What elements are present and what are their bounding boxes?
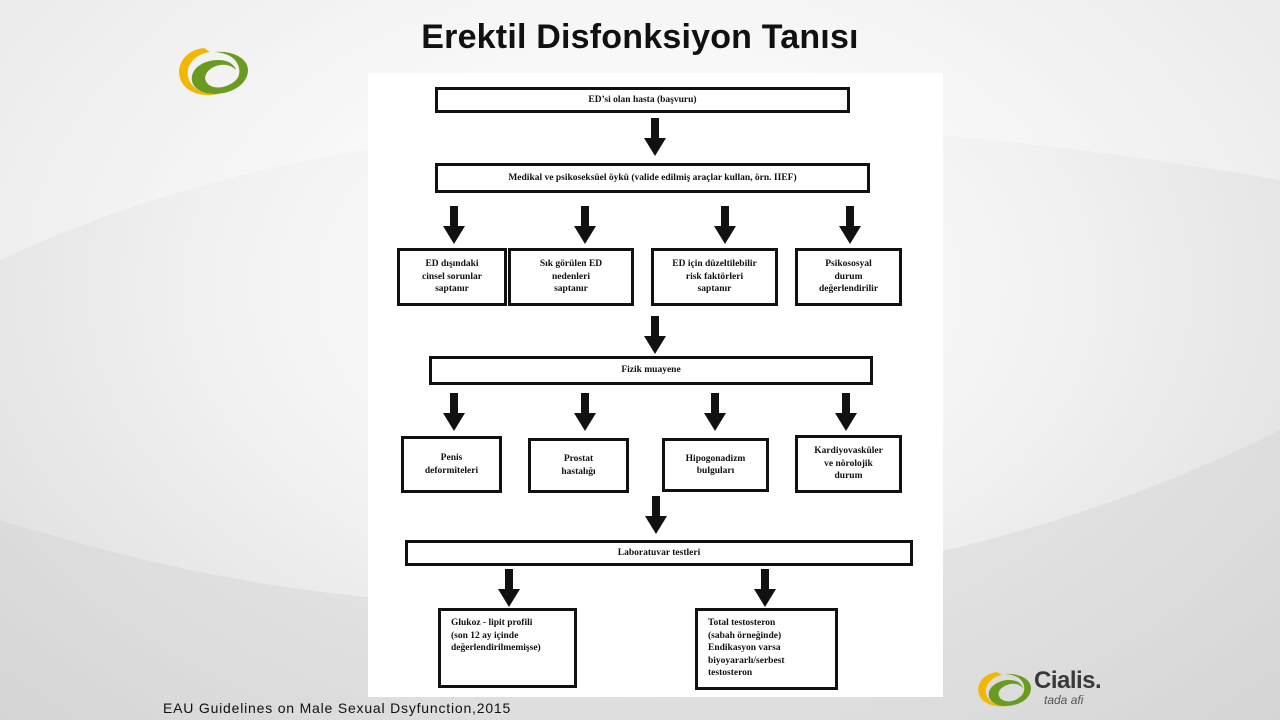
brand-tagline: tada afi bbox=[1044, 693, 1084, 707]
arrow-down-icon bbox=[574, 393, 596, 431]
arrow-down-icon bbox=[574, 206, 596, 244]
exam-finding-box: Penis deformiteleri bbox=[401, 436, 502, 493]
arrow-down-icon bbox=[644, 118, 666, 156]
arrow-down-icon bbox=[835, 393, 857, 431]
exam-finding-box: Prostat hastalığı bbox=[528, 438, 629, 493]
cialis-logo-icon bbox=[179, 48, 248, 96]
history-outcome-box: Sık görülen ED nedenleri saptanır bbox=[508, 248, 634, 306]
flow-lab-tests-box: Laboratuvar testleri bbox=[405, 540, 913, 566]
citation-text: EAU Guidelines on Male Sexual Dsyfunctio… bbox=[163, 700, 512, 716]
flow-physical-exam-box: Fizik muayene bbox=[429, 356, 873, 385]
flow-history-box: Medikal ve psikoseksüel öykü (valide edi… bbox=[435, 163, 870, 193]
lab-item-box: Glukoz - lipit profili (son 12 ay içinde… bbox=[438, 608, 577, 688]
exam-finding-box: Kardiyovasküler ve nörolojik durum bbox=[795, 435, 902, 493]
history-outcome-box: ED dışındaki cinsel sorunlar saptanır bbox=[397, 248, 507, 306]
exam-finding-box: Hipogonadizm bulguları bbox=[662, 438, 769, 492]
arrow-down-icon bbox=[645, 496, 667, 534]
arrow-down-icon bbox=[498, 569, 520, 607]
history-outcome-box: ED için düzeltilebilir risk faktörleri s… bbox=[651, 248, 778, 306]
arrow-down-icon bbox=[704, 393, 726, 431]
history-outcome-box: Psikososyal durum değerlendirilir bbox=[795, 248, 902, 306]
lab-item-box: Total testosteron (sabah örneğinde) Endi… bbox=[695, 608, 838, 690]
arrow-down-icon bbox=[443, 393, 465, 431]
arrow-down-icon bbox=[754, 569, 776, 607]
flow-start-box: ED’si olan hasta (başvuru) bbox=[435, 87, 850, 113]
brand-name: Cialis. bbox=[1034, 667, 1102, 694]
flowchart-panel: ED’si olan hasta (başvuru) Medikal ve ps… bbox=[368, 73, 943, 697]
arrow-down-icon bbox=[839, 206, 861, 244]
arrow-down-icon bbox=[644, 316, 666, 354]
slide-title: Erektil Disfonksiyon Tanısı bbox=[421, 18, 859, 56]
cialis-brand-logo-icon bbox=[978, 672, 1031, 707]
arrow-down-icon bbox=[443, 206, 465, 244]
arrow-down-icon bbox=[714, 206, 736, 244]
